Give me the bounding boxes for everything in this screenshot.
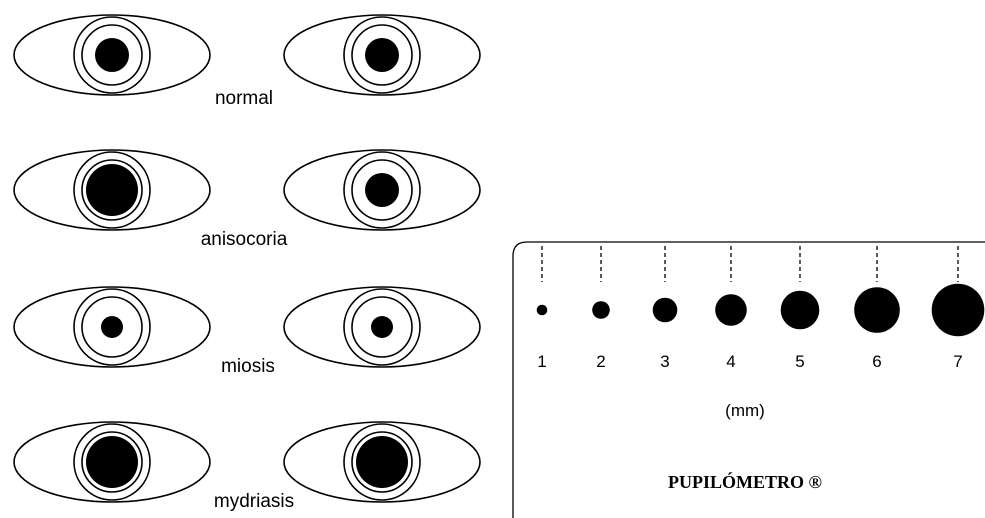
condition-label: normal (215, 88, 273, 109)
pupil (95, 38, 129, 72)
scale-mark-2: 2 (592, 246, 610, 371)
condition-label: miosis (221, 356, 275, 377)
scale-number: 4 (726, 352, 735, 371)
pupil (365, 173, 399, 207)
condition-label: anisocoria (201, 229, 288, 250)
pupil (86, 436, 138, 488)
right-eye-icon (284, 422, 480, 502)
eye-comparison-panel: normal anisocoria miosis mydriasis (14, 15, 480, 512)
pupil-size-dot (932, 284, 985, 337)
pupil-size-dot (592, 301, 610, 319)
pupil (86, 164, 138, 216)
scale-number: 7 (953, 352, 962, 371)
condition-label: mydriasis (214, 491, 294, 512)
scale-mark-3: 3 (653, 246, 678, 371)
scale-number: 6 (872, 352, 881, 371)
right-eye-icon (284, 15, 480, 95)
right-eye-icon (284, 150, 480, 230)
pupil-size-dot (653, 298, 678, 323)
left-eye-icon (14, 15, 210, 95)
scale-number: 2 (596, 352, 605, 371)
scale-number: 5 (795, 352, 804, 371)
scale-mark-4: 4 (715, 246, 747, 371)
eye-row-miosis: miosis (14, 287, 480, 377)
pupil-size-scale: 1 2 3 4 5 6 7 (537, 246, 985, 371)
scale-number: 3 (660, 352, 669, 371)
eye-row-mydriasis: mydriasis (14, 422, 480, 512)
scale-mark-7: 7 (932, 246, 985, 371)
pupil (371, 316, 393, 338)
scale-mark-1: 1 (537, 246, 548, 371)
pupil (365, 38, 399, 72)
pupil-size-dot (781, 291, 820, 330)
left-eye-icon (14, 150, 210, 230)
scale-mark-6: 6 (854, 246, 900, 371)
pupilometer-card: 1 2 3 4 5 6 7 (mm) PUPILÓMETRO ® (513, 242, 985, 518)
pupilometer-title: PUPILÓMETRO ® (668, 471, 822, 492)
eye-row-normal: normal (14, 15, 480, 109)
pupil (101, 316, 123, 338)
pupil-size-dot (715, 294, 747, 326)
scale-mark-5: 5 (781, 246, 820, 371)
eye-row-anisocoria: anisocoria (14, 150, 480, 250)
pupil (356, 436, 408, 488)
pupil-size-dot (854, 287, 900, 333)
pupil-size-dot (537, 305, 548, 316)
scale-number: 1 (537, 352, 546, 371)
right-eye-icon (284, 287, 480, 367)
left-eye-icon (14, 422, 210, 502)
unit-label: (mm) (725, 401, 765, 420)
left-eye-icon (14, 287, 210, 367)
